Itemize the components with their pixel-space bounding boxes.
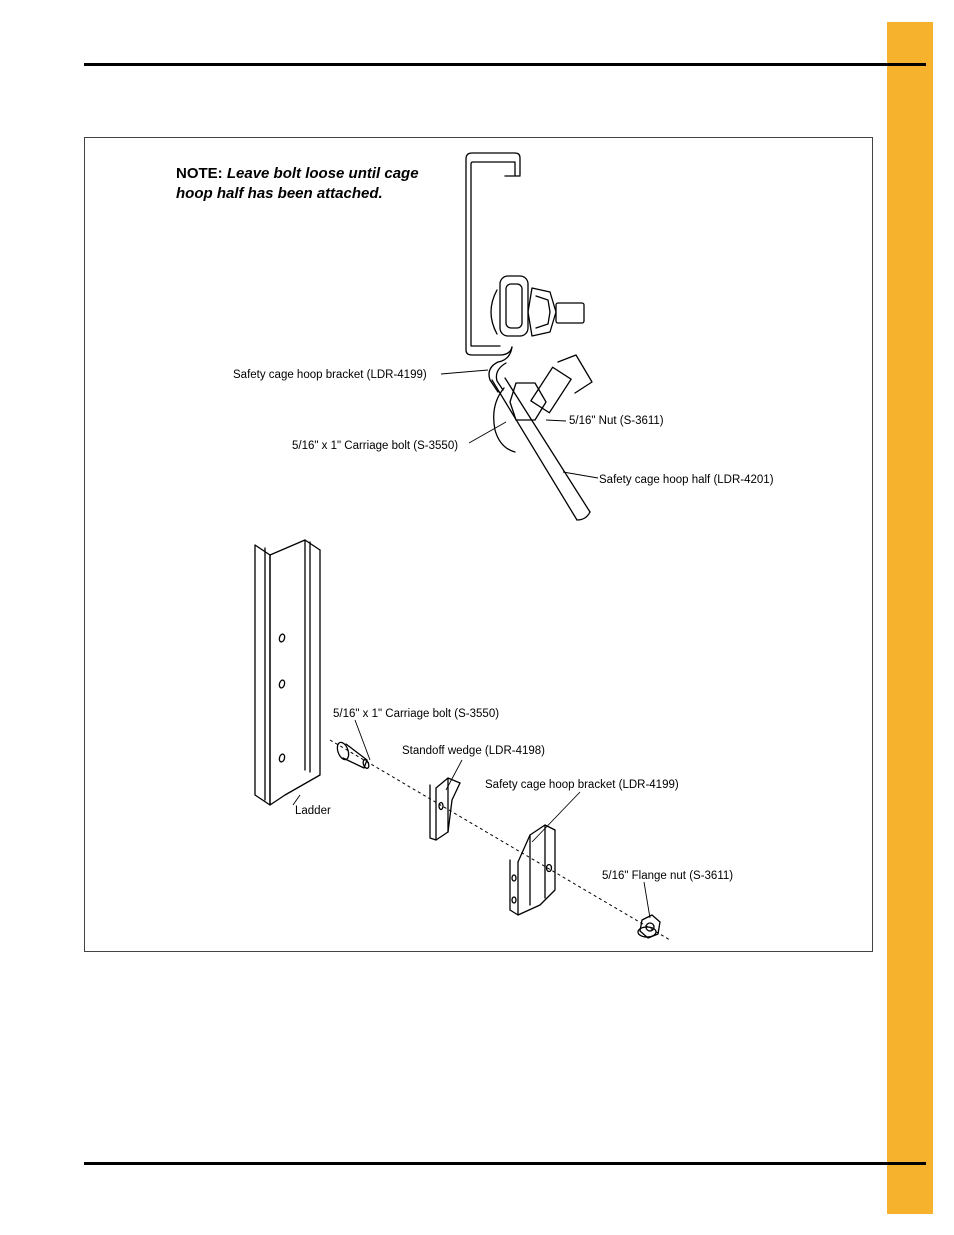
ladder-rail-drawing — [254, 539, 321, 806]
carriage-bolt-drawing — [336, 741, 370, 769]
assembly-axis — [329, 739, 671, 941]
lower-hoop-bracket-drawing — [509, 824, 556, 916]
label-upper-nut: 5/16" Nut (S-3611) — [569, 415, 664, 427]
flange-nut-drawing — [637, 914, 661, 939]
footer-rule — [84, 1162, 926, 1165]
upper-hoop-bracket-drawing — [465, 152, 529, 393]
label-flange-nut: 5/16" Flange nut (S-3611) — [602, 870, 734, 882]
header-rule — [84, 63, 926, 66]
upper-bolt-and-nut-drawing — [490, 287, 585, 337]
assembly-note: NOTE: Leave bolt loose until cage hoop h… — [176, 164, 446, 204]
label-standoff-wedge: Standoff wedge (LDR-4198) — [402, 745, 545, 757]
upper-hoop-half-drawing — [491, 354, 593, 521]
standoff-wedge-drawing — [429, 777, 461, 841]
figure-frame — [84, 137, 873, 952]
label-upper-carriage-bolt: 5/16" x 1" Carriage bolt (S-3550) — [292, 440, 459, 452]
note-prefix: NOTE: — [176, 165, 223, 182]
section-tab — [887, 22, 933, 1214]
label-lower-hoop-bracket: Safety cage hoop bracket (LDR-4199) — [485, 779, 679, 791]
note-body: Leave bolt loose until cage hoop half ha… — [176, 165, 419, 202]
label-upper-hoop-bracket: Safety cage hoop bracket (LDR-4199) — [233, 369, 427, 381]
leader-lines — [292, 369, 651, 919]
label-ladder: Ladder — [295, 805, 331, 817]
label-lower-carriage-bolt: 5/16" x 1" Carriage bolt (S-3550) — [333, 708, 500, 720]
label-upper-hoop-half: Safety cage hoop half (LDR-4201) — [599, 474, 774, 486]
